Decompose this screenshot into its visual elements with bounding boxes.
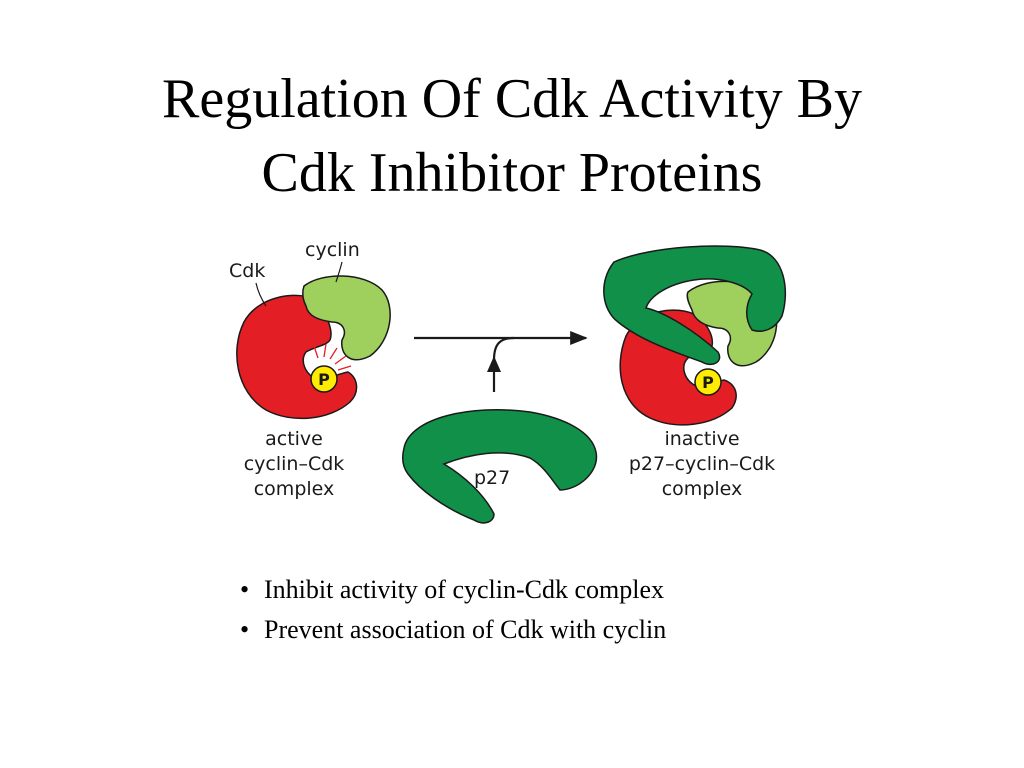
bullet-list: Inhibit activity of cyclin-Cdk complex P… (238, 570, 666, 650)
cyclin-shape (301, 275, 391, 361)
bullet-item: Prevent association of Cdk with cyclin (238, 610, 666, 650)
slide-title-line-2: Cdk Inhibitor Proteins (261, 142, 763, 204)
p27-shape (402, 409, 598, 524)
activation-rays (313, 343, 352, 371)
reaction-arrow (414, 330, 588, 392)
cdk-leader-line (255, 282, 267, 307)
inactive-complex: P inactive p27–cyclin–Cdk complex (603, 245, 787, 500)
cyclin-leader-line (335, 261, 343, 283)
inactive-phosphate-circle (694, 368, 722, 396)
active-caption-line-1: active (265, 428, 323, 450)
cyclin-label: cyclin (305, 239, 360, 261)
bullet-item: Inhibit activity of cyclin-Cdk complex (238, 570, 666, 610)
inactive-caption-line-3: complex (662, 478, 743, 500)
inactive-caption-line-2: p27–cyclin–Cdk (629, 453, 775, 475)
slide-title-line-1: Regulation Of Cdk Activity By (162, 68, 862, 130)
active-caption-line-2: cyclin–Cdk (244, 453, 345, 475)
free-p27: p27 (402, 409, 598, 524)
slide-title: Regulation Of Cdk Activity By Cdk Inhibi… (0, 62, 1024, 210)
active-caption-line-3: complex (254, 478, 335, 500)
p27-label: p27 (474, 467, 510, 489)
inactive-caption-line-1: inactive (664, 428, 739, 450)
p27-join-arrowhead (487, 356, 501, 372)
phosphate-circle (310, 365, 338, 393)
active-complex: P Cdk cyclin active cyclin–Cdk complex (229, 239, 391, 500)
phosphate-label: P (318, 370, 330, 389)
cdk-label: Cdk (229, 260, 265, 282)
bound-p27-shape (603, 245, 787, 366)
inactive-phosphate-label: P (702, 373, 714, 392)
